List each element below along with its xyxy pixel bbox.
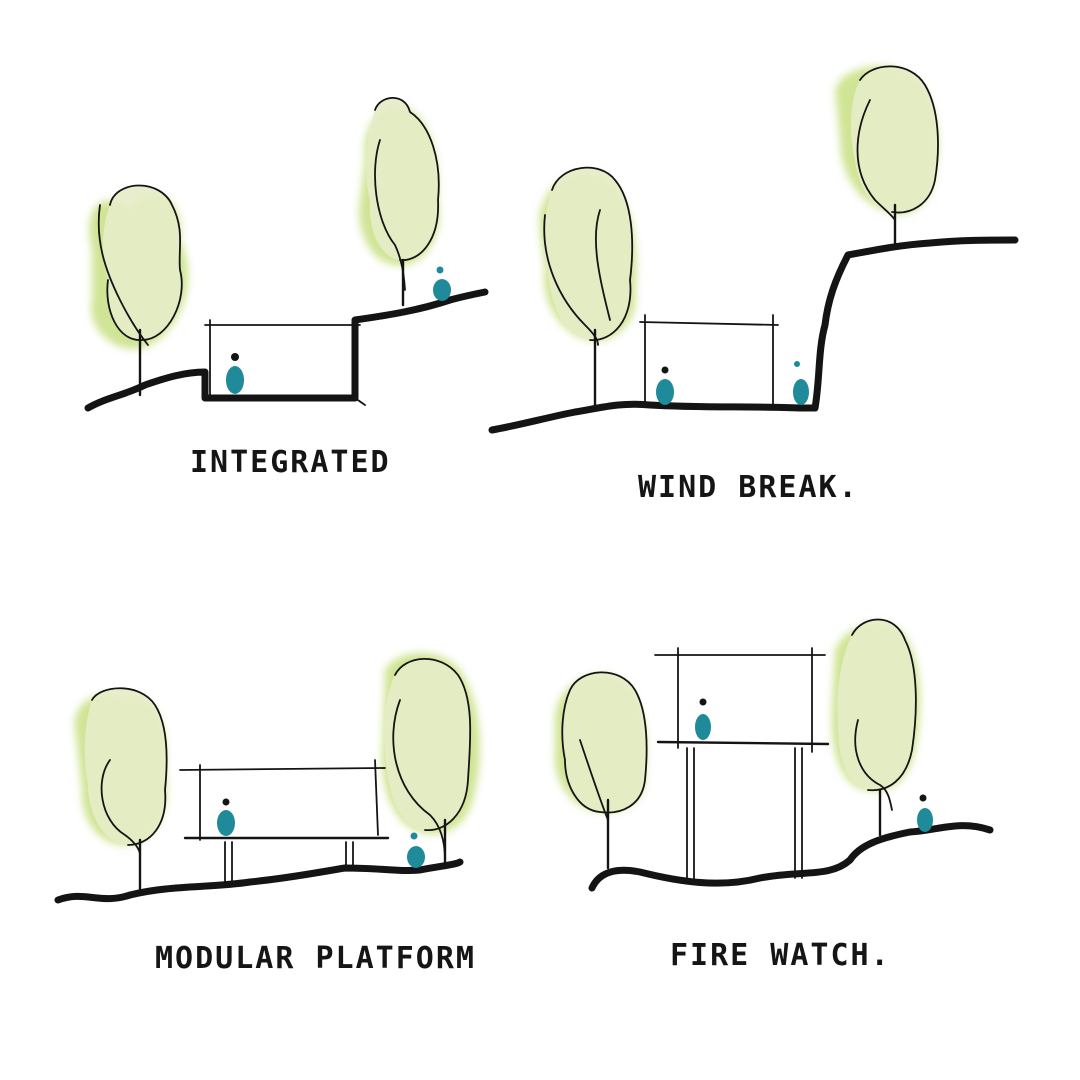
figure-person xyxy=(407,846,425,868)
figure-person xyxy=(793,379,809,405)
ground-fire-watch xyxy=(588,822,994,892)
tree-right xyxy=(359,96,440,307)
diagram-integrated: INTEGRATED xyxy=(84,96,489,480)
tree-left xyxy=(554,671,648,870)
figure-person xyxy=(226,366,244,394)
figure-person xyxy=(217,810,235,836)
tree-right xyxy=(831,618,920,837)
tree-right xyxy=(835,65,939,245)
figure-person xyxy=(695,714,711,740)
tree-left xyxy=(539,166,637,412)
diagram-fire-watch: FIRE WATCH. xyxy=(554,618,994,973)
tree-left xyxy=(74,687,168,894)
ground-wind-break xyxy=(488,236,1019,434)
ground-modular-platform xyxy=(54,858,464,904)
caption-integrated: INTEGRATED xyxy=(190,445,391,480)
caption-fire-watch: FIRE WATCH. xyxy=(670,938,891,973)
tree-right xyxy=(381,653,480,870)
caption-wind-break: WIND BREAK. xyxy=(638,470,859,505)
tree-left xyxy=(89,184,189,397)
diagram-wind-break: WIND BREAK. xyxy=(488,65,1019,505)
diagram-modular-platform: MODULAR PLATFORM xyxy=(54,653,480,976)
figure-person xyxy=(433,279,451,301)
figure-person xyxy=(917,808,933,832)
figure-person xyxy=(656,379,674,405)
caption-modular-platform: MODULAR PLATFORM xyxy=(155,941,476,976)
